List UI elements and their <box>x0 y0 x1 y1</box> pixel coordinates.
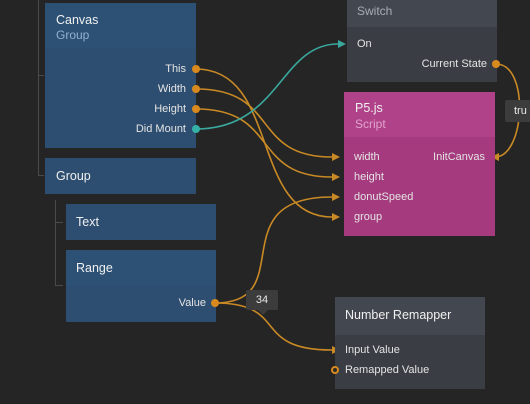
wire-height-to-height <box>195 108 333 178</box>
number-remapper-node[interactable]: Number Remapper Input Value Remapped Val… <box>335 297 485 389</box>
arrow-donutspeed <box>332 193 340 201</box>
port-input-value[interactable]: Input Value <box>345 344 400 356</box>
port-value-dot[interactable] <box>211 299 219 307</box>
tree-line-root-branch-2 <box>38 175 44 176</box>
wire-value-badge: 34 <box>246 290 278 315</box>
tree-line-group-text <box>55 222 63 223</box>
port-this-dot[interactable] <box>192 65 200 73</box>
remapper-node-header[interactable] <box>335 297 485 335</box>
switch-node-header[interactable] <box>347 0 497 27</box>
port-height[interactable]: Height <box>154 103 186 115</box>
port-current-state[interactable]: Current State <box>421 58 487 70</box>
port-did-mount-dot[interactable] <box>192 125 200 133</box>
wire-this-to-group <box>195 68 333 218</box>
range-node-title: Range <box>76 261 113 275</box>
port-did-mount[interactable]: Did Mount <box>135 123 186 135</box>
port-remapped-value[interactable]: Remapped Value <box>345 364 430 376</box>
arrow-group <box>332 213 340 221</box>
range-node[interactable]: Range Value <box>66 250 216 322</box>
arrow-on <box>338 40 346 48</box>
port-this[interactable]: This <box>165 63 186 75</box>
port-initcanvas[interactable]: InitCanvas <box>433 151 485 163</box>
port-width-dot[interactable] <box>192 85 200 93</box>
text-node-title: Text <box>76 215 99 229</box>
p5js-node-subtitle: Script <box>355 117 386 131</box>
canvas-node-subtitle: Group <box>56 28 90 42</box>
tree-line-group-range <box>55 285 63 286</box>
text-node[interactable]: Text <box>66 204 216 240</box>
port-group-in[interactable]: group <box>354 211 383 223</box>
p5js-node-title: P5.js <box>355 101 383 115</box>
wire-didmount-to-on <box>195 43 339 130</box>
tree-line-root-branch <box>38 75 44 76</box>
port-height-in[interactable]: height <box>354 171 384 183</box>
tree-line-group <box>55 200 56 286</box>
port-remapped-value-dot[interactable] <box>331 366 339 374</box>
port-value[interactable]: Value <box>178 297 206 309</box>
p5js-node-header[interactable] <box>344 92 495 137</box>
group-node-title: Group <box>56 169 91 183</box>
group-node[interactable]: Group <box>45 158 196 194</box>
wire-value-to-donutspeed <box>214 196 333 304</box>
port-width[interactable]: Width <box>157 83 186 95</box>
switch-node[interactable]: Switch On Current State <box>347 0 497 82</box>
tree-line-root <box>38 0 39 176</box>
port-on[interactable]: On <box>357 38 372 50</box>
range-node-header[interactable] <box>66 250 216 286</box>
port-height-dot[interactable] <box>192 105 200 113</box>
canvas-node-title: Canvas <box>56 13 99 27</box>
p5js-script-node[interactable]: P5.js Script width InitCanvas height don… <box>344 92 495 236</box>
wire-value-to-input <box>214 302 333 351</box>
port-current-state-dot[interactable] <box>492 60 500 68</box>
port-width-in[interactable]: width <box>354 151 380 163</box>
boolean-value-chip[interactable]: tru <box>505 100 530 122</box>
remapper-node-title: Number Remapper <box>345 308 452 322</box>
arrow-width <box>332 153 340 161</box>
switch-node-subtitle: Switch <box>357 4 393 18</box>
port-donutspeed-in[interactable]: donutSpeed <box>354 191 414 203</box>
canvas-group-node[interactable]: Canvas Group This Width Height Did Mount <box>45 3 196 148</box>
canvas-node-header[interactable] <box>45 3 196 48</box>
wire-width-to-width <box>195 88 333 158</box>
arrow-height <box>332 173 340 181</box>
